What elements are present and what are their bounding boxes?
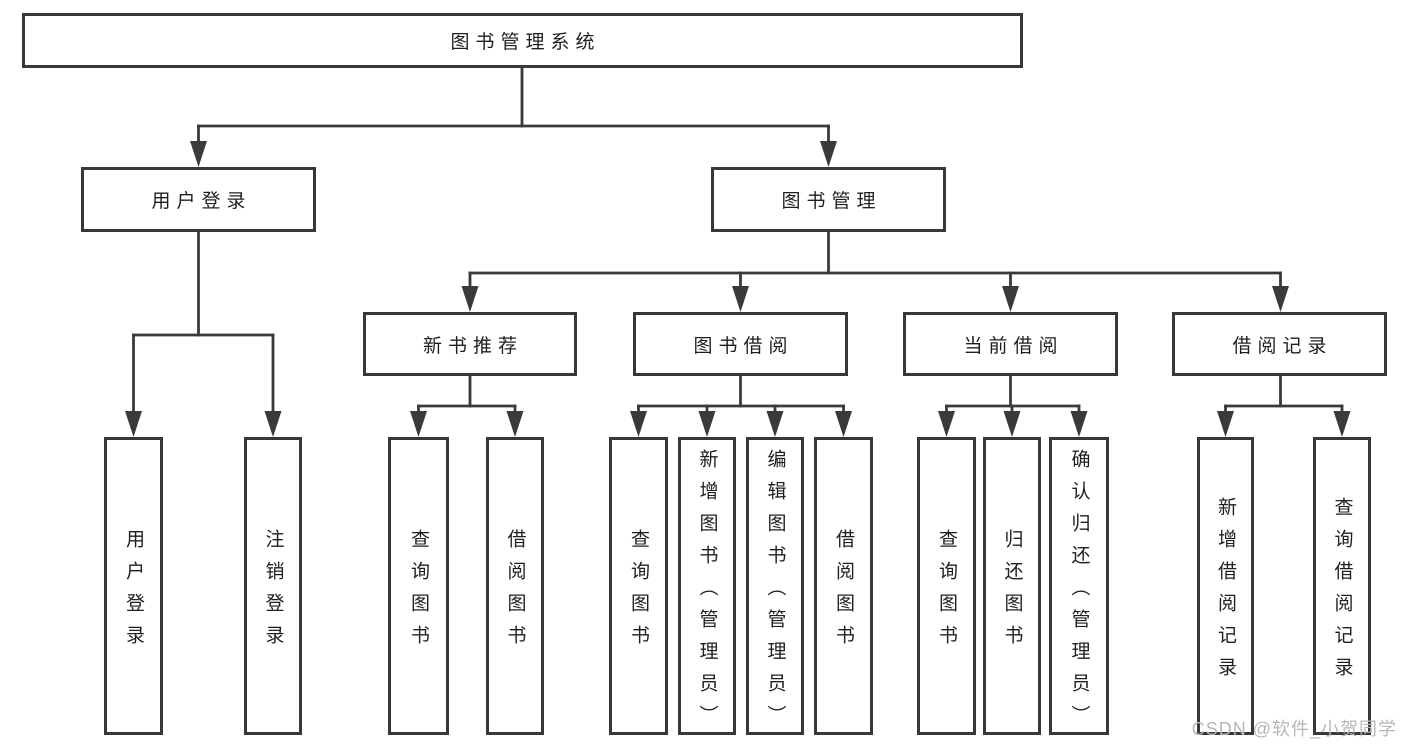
leaf-label: 查询图书 xyxy=(408,528,429,657)
leaf-label: 用户登录 xyxy=(123,528,144,657)
leaf-logout: 注销登录 xyxy=(244,437,302,735)
node-label: 新书推荐 xyxy=(422,335,523,357)
node-current-borrow: 当前借阅 xyxy=(903,312,1118,376)
leaf-label: 借阅图书 xyxy=(504,528,526,657)
leaf-query-book-borrow: 查询图书 xyxy=(609,437,668,735)
leaf-user-login: 用户登录 xyxy=(104,437,163,735)
node-book-borrow: 图书借阅 xyxy=(633,312,848,376)
leaf-query-borrow-record: 查询借阅记录 xyxy=(1313,437,1371,735)
leaf-label: 查询图书 xyxy=(628,528,649,657)
leaf-label: 确认归还（管理员） xyxy=(1068,448,1090,737)
node-label: 用户登录 xyxy=(151,191,252,212)
leaf-label: 编辑图书（管理员） xyxy=(764,448,786,737)
node-root: 图书管理系统 xyxy=(22,13,1023,68)
leaf-confirm-return-admin: 确认归还（管理员） xyxy=(1049,437,1109,737)
node-label: 借阅记录 xyxy=(1232,335,1333,357)
node-root-label: 图书管理系统 xyxy=(450,32,601,53)
leaf-add-book-admin: 新增图书（管理员） xyxy=(678,437,736,737)
node-book-management: 图书管理 xyxy=(711,167,946,232)
node-label: 当前借阅 xyxy=(963,335,1064,357)
node-user-login: 用户登录 xyxy=(81,167,316,232)
leaf-label: 查询图书 xyxy=(936,528,957,657)
node-borrow-record: 借阅记录 xyxy=(1172,312,1387,376)
csdn-watermark: CSDN @软件_小贺同学 xyxy=(1191,719,1397,739)
leaf-edit-book-admin: 编辑图书（管理员） xyxy=(746,437,804,737)
leaf-query-book-current: 查询图书 xyxy=(917,437,976,735)
leaf-label: 归还图书 xyxy=(1001,528,1023,657)
leaf-borrow-book: 借阅图书 xyxy=(814,437,873,735)
leaf-return-book: 归还图书 xyxy=(983,437,1041,735)
leaf-label: 查询借阅记录 xyxy=(1331,496,1353,689)
node-label: 图书管理 xyxy=(781,191,882,212)
leaf-add-borrow-record: 新增借阅记录 xyxy=(1197,437,1254,735)
leaf-label: 新增借阅记录 xyxy=(1215,496,1236,689)
leaf-label: 借阅图书 xyxy=(833,528,854,657)
node-label: 图书借阅 xyxy=(693,335,794,357)
leaf-query-book-recommend: 查询图书 xyxy=(388,437,449,735)
leaf-label: 注销登录 xyxy=(262,528,284,657)
leaf-borrow-book-recommend: 借阅图书 xyxy=(486,437,544,735)
leaf-label: 新增图书（管理员） xyxy=(696,448,718,737)
node-new-book-recommend: 新书推荐 xyxy=(363,312,577,376)
